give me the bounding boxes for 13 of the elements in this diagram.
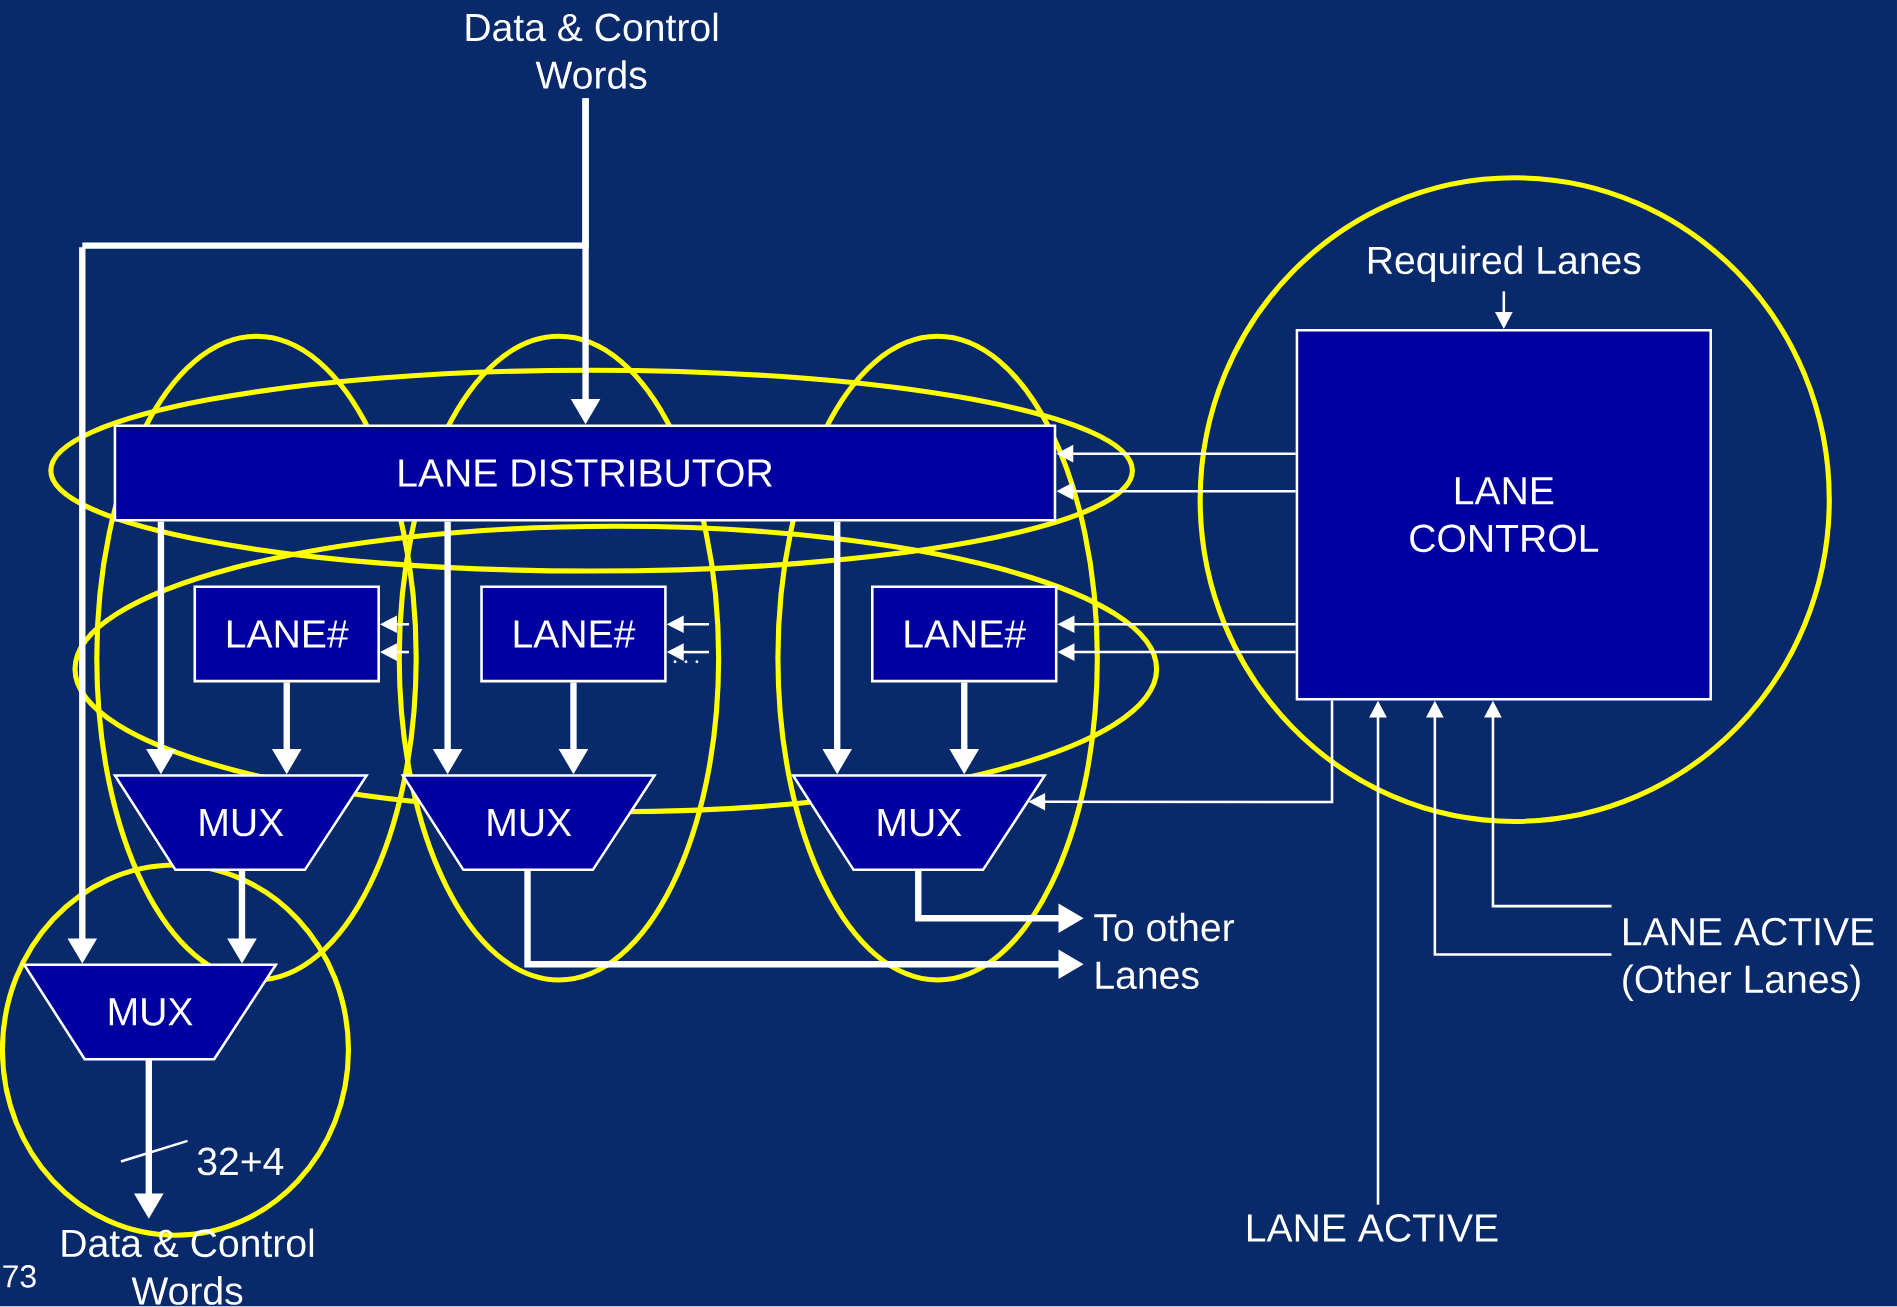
signal-label: Data & Control Words xyxy=(62,1228,314,1306)
block-box: LANE# xyxy=(480,585,667,683)
page-number: 73 xyxy=(3,1265,36,1288)
block-box: LANE# xyxy=(871,585,1058,683)
signal-label: Required Lanes xyxy=(1368,245,1641,283)
block-box: LANE CONTROL xyxy=(1295,329,1712,701)
signal-label: Data & Control Words xyxy=(466,12,718,90)
signal-label: LANE ACTIVE (Other Lanes) xyxy=(1623,918,1874,1002)
block-box: LANE# xyxy=(193,585,380,683)
signal-label: To other Lanes xyxy=(1094,912,1235,990)
signal-label: LANE ACTIVE xyxy=(1248,1214,1498,1243)
block-box: LANE DISTRIBUTOR xyxy=(113,424,1057,522)
edge-label: 32+4 xyxy=(192,1143,289,1180)
